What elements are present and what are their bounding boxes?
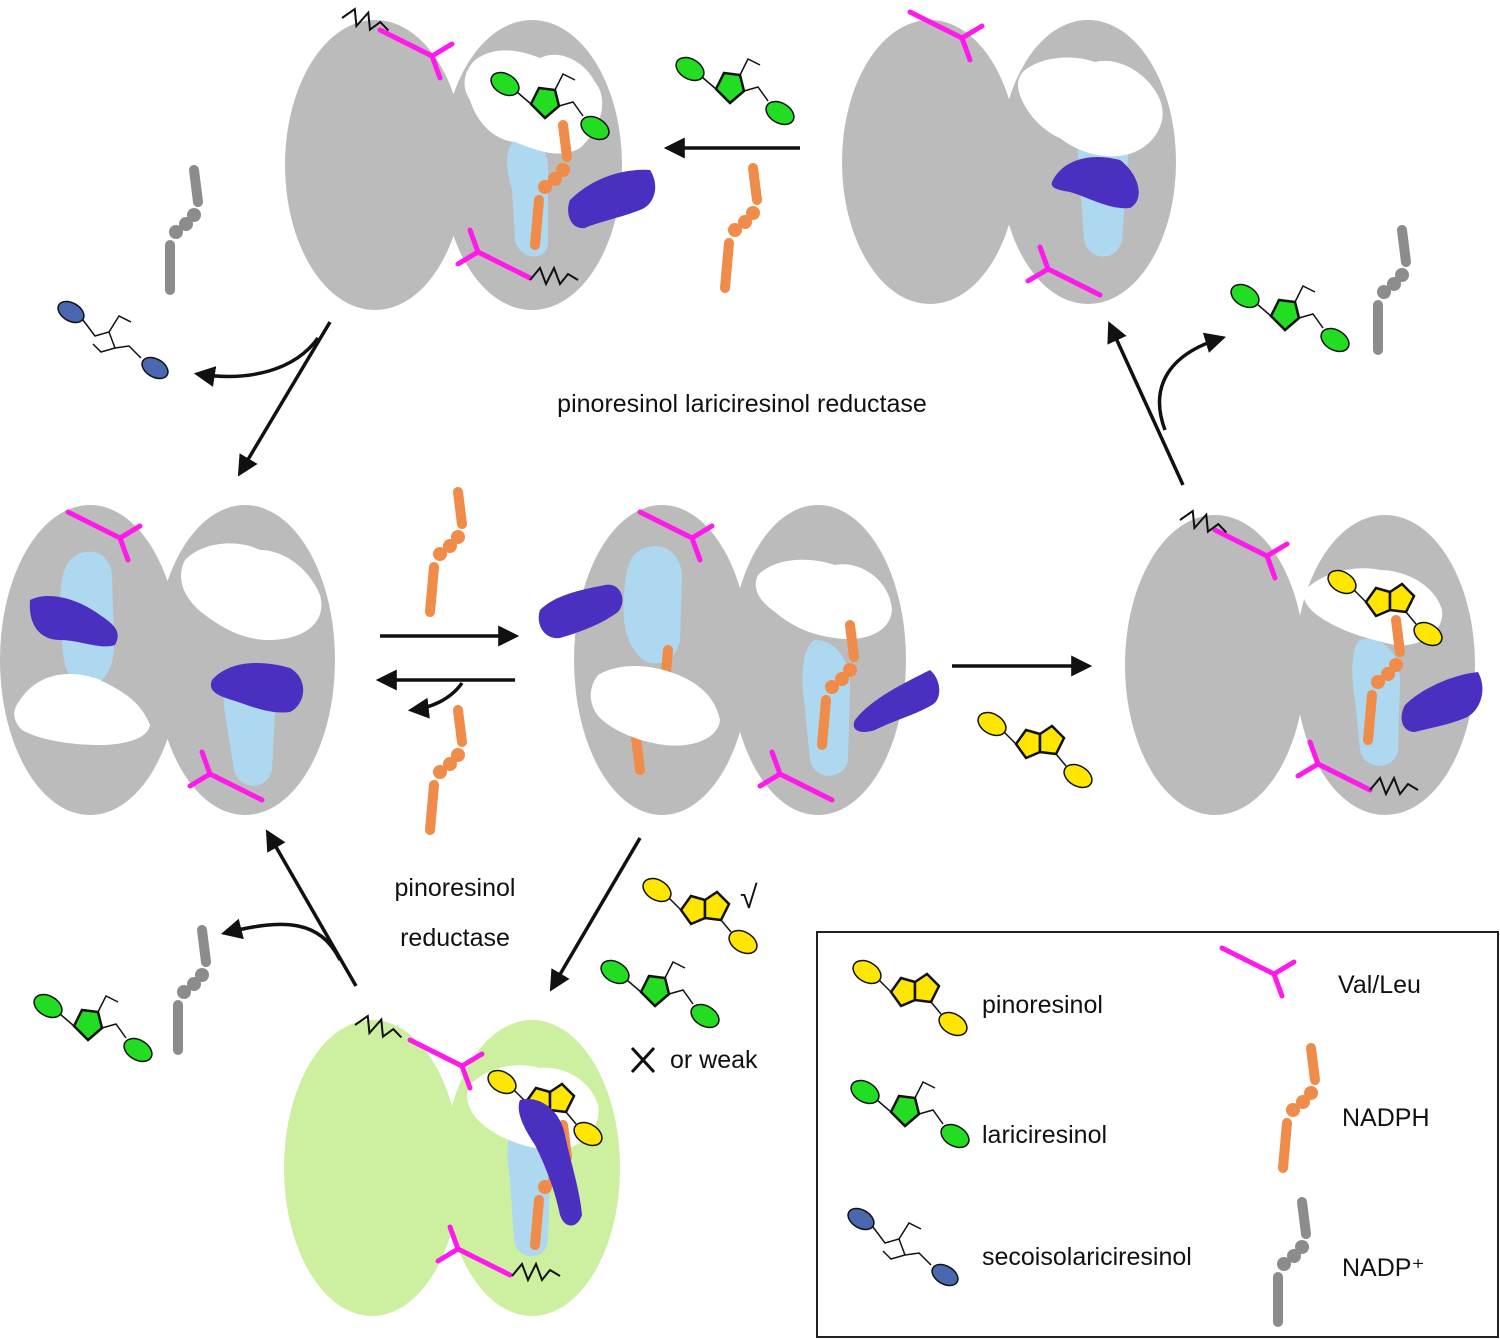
legend-item-lariciresinol: lariciresinol bbox=[845, 1074, 1107, 1154]
cross-icon bbox=[630, 1046, 656, 1074]
plr-title: pinoresinol lariciresinol reductase bbox=[557, 390, 927, 418]
legend-label: NADPH bbox=[1342, 1104, 1430, 1132]
free-nadp-released bbox=[1377, 230, 1409, 350]
legend-label: lariciresinol bbox=[982, 1121, 1107, 1149]
enzyme-apo-dimer bbox=[0, 505, 335, 815]
legend-label: secoisolariciresinol bbox=[982, 1243, 1192, 1271]
legend-item-pinoresinol: pinoresinol bbox=[847, 954, 1103, 1042]
free-lariciresinol-incoming bbox=[670, 51, 800, 131]
enzyme-pinoresinol-reductase bbox=[284, 1012, 620, 1316]
legend-item-secoisolariciresinol: secoisolariciresinol bbox=[843, 1203, 1192, 1291]
free-nadph-incoming bbox=[725, 168, 760, 288]
free-nadph-reverse bbox=[430, 710, 465, 830]
enzyme-plr-bound-lariciresinol bbox=[285, 5, 656, 310]
free-lariciresinol-cross bbox=[595, 954, 725, 1034]
legend-label: pinoresinol bbox=[982, 991, 1103, 1019]
free-pinoresinol-middle bbox=[972, 706, 1098, 794]
enzyme-plr-empty bbox=[842, 12, 1176, 304]
pr-title-line2: reductase bbox=[400, 924, 510, 952]
arrow-icon bbox=[193, 137, 1227, 992]
check-icon: √ bbox=[740, 879, 758, 915]
legend-item-nadph: NADPH bbox=[1283, 1048, 1430, 1168]
free-nadp-top-left bbox=[169, 170, 201, 290]
legend-label: Val/Leu bbox=[1338, 971, 1421, 999]
legend-item-nadp: NADP⁺ bbox=[1277, 1202, 1425, 1322]
enzyme-plr-bound-pinoresinol bbox=[1125, 507, 1483, 815]
legend: pinoresinol lariciresinol secoisolaricir… bbox=[816, 931, 1499, 1338]
legend-item-val-leu: Val/Leu bbox=[1222, 948, 1421, 999]
free-nadp-bottom-left bbox=[177, 930, 209, 1050]
enzyme-nadph-bound bbox=[538, 505, 940, 815]
legend-label: NADP⁺ bbox=[1342, 1254, 1425, 1282]
free-lariciresinol-released bbox=[1225, 278, 1355, 358]
free-nadph-forward bbox=[430, 492, 465, 612]
free-lariciresinol-bottom-left bbox=[28, 988, 158, 1068]
free-secoisolariciresinol bbox=[53, 296, 173, 384]
cross-or-weak-label: or weak bbox=[670, 1046, 758, 1074]
pr-title-line1: pinoresinol bbox=[395, 874, 516, 902]
